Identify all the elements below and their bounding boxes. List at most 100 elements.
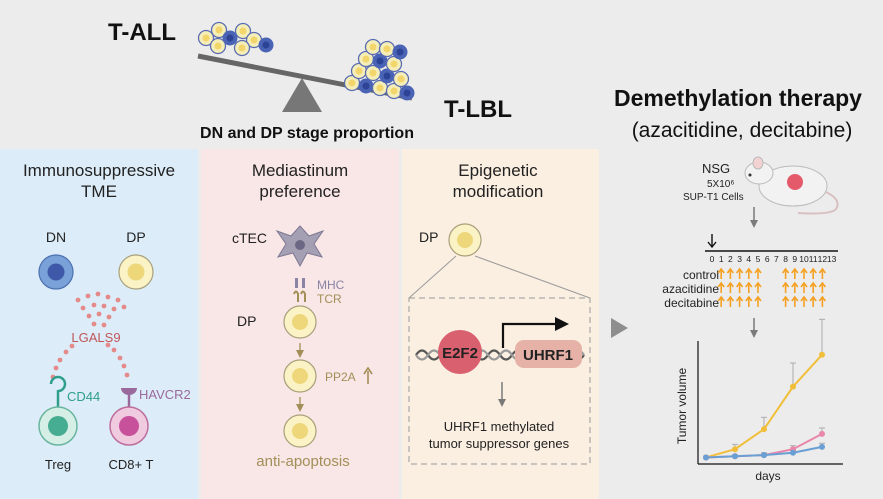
dose-arrow-icon — [809, 281, 817, 293]
dose-arrow-icon — [800, 281, 808, 293]
havcr2-receptor — [121, 388, 137, 408]
dp-cell-panel2-bottom — [283, 414, 317, 448]
dose-arrow-icon — [791, 267, 799, 279]
dp-label-panel3: DP — [419, 229, 438, 245]
dp-label-panel2: DP — [237, 313, 256, 329]
pp2a-up-arrow-icon — [363, 366, 373, 384]
panel2-title-line1: Mediastinum — [252, 161, 348, 180]
injection-marker — [707, 234, 717, 249]
panel3-title-line1: Epigenetic — [458, 161, 538, 180]
dn-dp-cell-cluster-right — [343, 38, 415, 101]
lgals9-label: LGALS9 — [71, 330, 120, 345]
dose-arrow-icon — [818, 281, 827, 293]
dose-arrow-icon — [745, 267, 753, 279]
mhc-label: MHC — [317, 278, 345, 292]
ctec-label: cTEC — [232, 230, 267, 246]
e2f2-factor — [438, 330, 482, 374]
day-tick-label: 8 — [783, 254, 788, 264]
transcription-arrow — [501, 317, 569, 348]
t-lbl-label: T-LBL — [444, 96, 512, 123]
day-tick-label: 0 — [710, 254, 715, 264]
day-tick-label: 4 — [746, 254, 751, 264]
treg-cell — [38, 406, 78, 446]
dose-arrow-icon — [735, 281, 744, 293]
dose-arrow-icon — [735, 267, 744, 279]
therapy-title: Demethylation therapy — [614, 85, 862, 111]
day-tick-label: 13 — [827, 254, 837, 264]
havcr2-label: HAVCR2 — [139, 387, 191, 402]
group-azacitidine-label: azacitidine — [662, 282, 719, 296]
therapy-subtitle: (azacitidine, decitabine) — [632, 119, 853, 142]
day-tick-label: 2 — [728, 254, 733, 264]
data-point-control — [819, 351, 825, 358]
nsg-label: NSG — [702, 161, 730, 176]
seesaw — [197, 21, 415, 112]
group-control-label: control — [683, 268, 719, 282]
dose-arrow-icon — [791, 295, 799, 307]
day-tick-label: 1 — [719, 254, 724, 264]
data-point-azacitidine — [819, 430, 825, 437]
dp-cell-panel3 — [448, 223, 482, 257]
stage-proportion-label: DN and DP stage proportion — [200, 125, 414, 142]
cd44-label: CD44 — [67, 389, 100, 404]
mouse-icon — [744, 156, 839, 215]
cd8-t-label: CD8+ T — [109, 457, 154, 472]
day-tick-label: 7 — [774, 254, 779, 264]
dp-cell — [118, 254, 154, 290]
methylation-result-line1: UHRF1 methylated — [444, 419, 555, 434]
arrow-to-therapy — [611, 318, 628, 338]
data-point-control — [790, 383, 796, 390]
anti-apoptosis-label: anti-apoptosis — [256, 453, 349, 470]
dose-arrows — [717, 267, 827, 307]
cd44-receptor — [49, 375, 67, 408]
day-tick-label: 9 — [792, 254, 797, 264]
dose-arrow-icon — [818, 267, 827, 279]
dose-arrow-icon — [791, 281, 799, 293]
dp-cell-panel2-top — [283, 305, 317, 339]
dose-arrow-icon — [818, 295, 827, 307]
lgals9-dots — [50, 291, 130, 380]
zoom-line-right — [474, 255, 591, 299]
data-point-decitabine — [819, 443, 825, 450]
data-point-decitabine — [761, 452, 767, 459]
treg-label: Treg — [45, 457, 71, 472]
data-point-decitabine — [703, 454, 709, 461]
day-tick-label: 5 — [756, 254, 761, 264]
dp-cell-panel2-mid — [283, 359, 317, 393]
uhrf1-label: UHRF1 — [523, 347, 573, 364]
group-decitabine-label: decitabine — [664, 296, 719, 310]
sup-t1-label: SUP-T1 Cells — [683, 192, 744, 203]
dose-arrow-icon — [754, 295, 762, 307]
panel1-title-line1: Immunosuppressive — [23, 161, 175, 180]
dose-arrow-icon — [717, 295, 725, 307]
dose-arrow-icon — [726, 295, 735, 307]
dose-arrow-icon — [800, 295, 808, 307]
dose-arrow-icon — [809, 267, 817, 279]
dose-arrow-icon — [745, 295, 753, 307]
dose-arrow-icon — [726, 267, 735, 279]
dose-arrow-icon — [735, 295, 744, 307]
panel-immunosuppressive-bg — [0, 149, 198, 499]
dose-arrow-icon — [754, 281, 762, 293]
panel1-title-line2: TME — [81, 182, 117, 201]
cd8-t-cell — [109, 406, 149, 446]
day-tick-label: 11 — [809, 254, 818, 264]
e2f2-label: E2F2 — [442, 345, 478, 362]
dn-cell — [38, 254, 74, 290]
panel2-title-line2: preference — [259, 182, 340, 201]
dose-arrow-icon — [717, 267, 725, 279]
dn-dp-cell-cluster-left — [197, 21, 274, 57]
dose-arrow-icon — [781, 281, 790, 293]
tumor-volume-chart — [697, 318, 843, 465]
dose-arrow-icon — [745, 281, 753, 293]
dn-cell-label: DN — [46, 229, 66, 245]
zoom-box — [408, 297, 591, 465]
dp-cell-label: DP — [126, 229, 145, 245]
seesaw-fulcrum — [282, 78, 322, 112]
tcr-label: TCR — [317, 292, 342, 306]
dose-arrow-icon — [781, 267, 790, 279]
uhrf1-gene — [515, 340, 582, 368]
